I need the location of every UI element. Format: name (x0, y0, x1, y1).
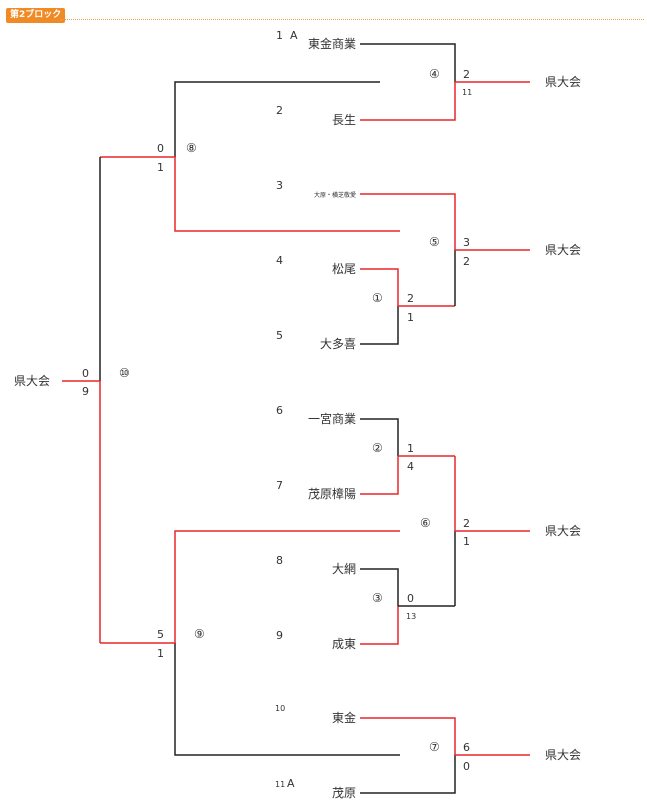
game-score: 1 (407, 442, 414, 455)
advance-label: 県大会 (545, 748, 581, 762)
advance-label: 県大会 (545, 75, 581, 89)
game-score: 1 (463, 535, 470, 548)
team-seed: 6 (276, 404, 283, 417)
game-score: 0 (82, 367, 89, 380)
bracket-line (174, 643, 400, 756)
team-name: 茂原 (332, 786, 356, 800)
team-tag: A (290, 29, 298, 42)
bracket-line (360, 717, 456, 755)
bracket-line (360, 418, 399, 456)
game-score: 1 (157, 647, 164, 660)
game-number: ① (372, 291, 383, 305)
team-seed: 10 (275, 704, 285, 713)
bracket-line (174, 157, 400, 232)
game-number: ⑧ (186, 141, 197, 155)
team-seed: 11 (275, 780, 285, 789)
bracket-line (360, 755, 456, 794)
bracket-line (360, 306, 399, 345)
team-name: 長生 (332, 113, 356, 127)
team-tag: A (287, 777, 295, 790)
bracket-line (360, 268, 399, 306)
game-number: ⑥ (420, 516, 431, 530)
game-score: 11 (462, 88, 472, 97)
bracket-line (360, 43, 456, 82)
team-name: 東金商業 (308, 36, 356, 51)
game-score: 3 (463, 236, 470, 249)
game-number: ⑨ (194, 627, 205, 641)
game-number: ② (372, 441, 383, 455)
game-score: 4 (407, 460, 414, 473)
bracket-line (360, 82, 456, 121)
game-score: 0 (407, 592, 414, 605)
team-name: 一宮商業 (308, 411, 356, 426)
team-seed: 7 (276, 479, 283, 492)
bracket-line (360, 606, 399, 645)
team-name: 松尾 (332, 262, 356, 276)
team-seed: 5 (276, 329, 283, 342)
team-name: 大原・横芝敬愛 (314, 191, 356, 199)
game-number: ⑦ (429, 740, 440, 754)
team-seed: 3 (276, 179, 283, 192)
advance-label: 県大会 (545, 524, 581, 538)
team-seed: 4 (276, 254, 283, 267)
bracket-line (360, 568, 399, 606)
team-name: 茂原樟陽 (308, 486, 356, 501)
game-score: 2 (463, 255, 470, 268)
bracket-line (360, 456, 399, 495)
game-number: ⑩ (119, 366, 130, 380)
game-number: ⑤ (429, 235, 440, 249)
game-score: 1 (157, 161, 164, 174)
game-score: 0 (157, 142, 164, 155)
game-score: 5 (157, 628, 164, 641)
game-score: 0 (463, 760, 470, 773)
team-seed: 2 (276, 104, 283, 117)
team-name: 大網 (332, 562, 356, 576)
game-number: ④ (429, 67, 440, 81)
block-label-badge: 第2ブロック (6, 8, 66, 23)
team-name: 大多喜 (320, 337, 356, 351)
game-score: 2 (463, 68, 470, 81)
game-number: ③ (372, 591, 383, 605)
team-seed: 8 (276, 554, 283, 567)
game-score: 9 (82, 385, 89, 398)
team-seed: 1 (276, 29, 283, 42)
header-divider (60, 19, 644, 20)
team-name: 東金 (332, 710, 356, 725)
team-seed: 9 (276, 629, 283, 642)
game-score: 1 (407, 311, 414, 324)
game-score: 2 (463, 517, 470, 530)
bracket-line (174, 530, 400, 643)
bracket-line (360, 193, 456, 250)
game-score: 6 (463, 741, 470, 754)
game-score: 13 (406, 612, 416, 621)
advance-label: 県大会 (14, 374, 50, 388)
bracket-line (174, 81, 380, 157)
game-score: 2 (407, 292, 414, 305)
advance-label: 県大会 (545, 243, 581, 257)
team-name: 成東 (332, 637, 356, 651)
